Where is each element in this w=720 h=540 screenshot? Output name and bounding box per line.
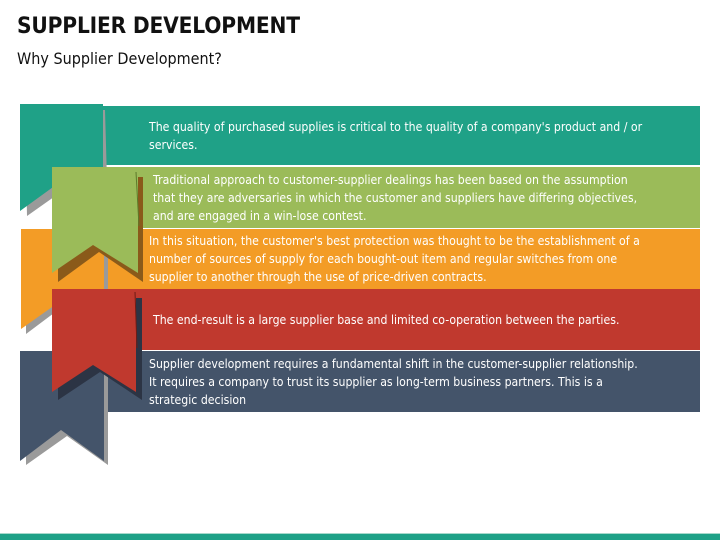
ribbon-icon-4	[52, 289, 142, 400]
item-text-2: Traditional approach to customer-supplie…	[153, 172, 638, 223]
page-subtitle: Why Supplier Development?	[17, 49, 222, 68]
item-bar-1: The quality of purchased supplies is cri…	[103, 106, 700, 165]
item-bar-5: Supplier development requires a fundamen…	[103, 351, 700, 412]
footer-bar	[0, 533, 720, 540]
ribbon-icon-5	[20, 351, 108, 465]
item-bar-3: In this situation, the customer's best p…	[103, 229, 700, 289]
item-text-5: Supplier development requires a fundamen…	[149, 356, 638, 407]
item-bar-4: The end-result is a large supplier base …	[103, 289, 700, 350]
item-bar-2: Traditional approach to customer-supplie…	[103, 167, 700, 228]
item-text-1: The quality of purchased supplies is cri…	[149, 119, 643, 152]
item-text-3: In this situation, the customer's best p…	[149, 234, 640, 284]
item-text-4: The end-result is a large supplier base …	[153, 312, 620, 327]
ribbon-icon-2	[52, 167, 143, 282]
page-title: SUPPLIER DEVELOPMENT	[17, 14, 300, 39]
